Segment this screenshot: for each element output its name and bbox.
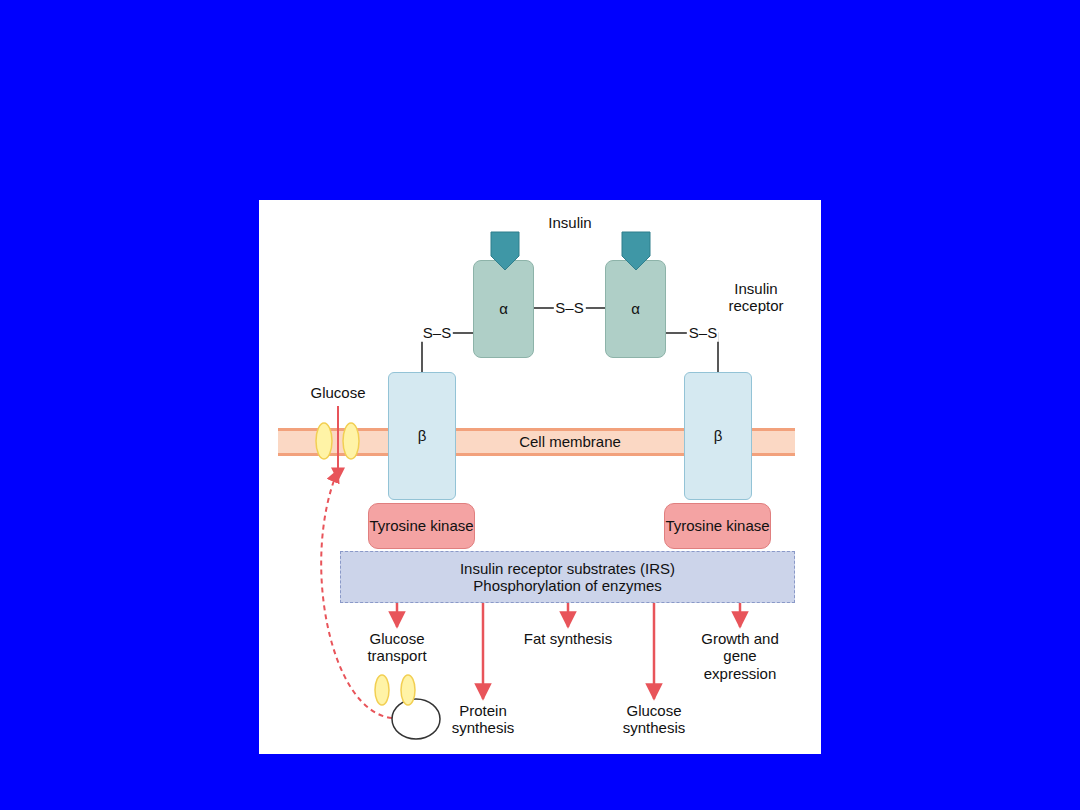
text-group: α [499, 300, 508, 317]
node-text: Phosphorylation of enzymes [460, 577, 675, 594]
text-group: Fat synthesis [524, 630, 612, 647]
irs-box: Insulin receptor substrates (IRS)Phospho… [340, 551, 795, 603]
text-group: β [714, 427, 723, 444]
outcome-text: Glucose transport [347, 630, 447, 665]
effect-arrow [739, 603, 742, 627]
text-group: Glucose transport [347, 630, 447, 665]
node-text: α [631, 300, 640, 317]
node-text: β [714, 427, 723, 444]
outcome-text: Protein synthesis [428, 702, 538, 737]
text-group: β [418, 427, 427, 444]
label-text: Insulin [520, 214, 620, 231]
bond-label: S–S [687, 325, 719, 342]
white-panel [259, 200, 821, 754]
outcome-text: Growth and gene expression [700, 630, 780, 682]
label-text: Insulin receptor [712, 280, 800, 315]
text-group: Protein synthesis [428, 702, 538, 737]
node-text: Fat synthesis [524, 630, 612, 647]
outcome-text: Glucose synthesis [599, 702, 709, 737]
vesicle [392, 699, 440, 739]
text-group: α [631, 300, 640, 317]
node-text: Protein synthesis [428, 702, 538, 737]
alpha-subunit: α [473, 260, 534, 358]
node-text: β [418, 427, 427, 444]
outcome-text: Fat synthesis [518, 630, 618, 647]
node-text: α [499, 300, 508, 317]
effect-arrow [567, 603, 570, 627]
text-group: Cell membrane [519, 433, 621, 450]
beta-subunit: β [684, 372, 752, 500]
node-text: Glucose transport [347, 630, 447, 665]
text-group: Tyrosine kinase [665, 517, 769, 534]
node-text: Insulin receptor substrates (IRS) [460, 560, 675, 577]
bond-label: S–S [553, 300, 585, 317]
alpha-subunit: α [605, 260, 666, 358]
text-group: Tyrosine kinase [369, 517, 473, 534]
bond-label: S–S [421, 325, 453, 342]
node-text: Glucose synthesis [599, 702, 709, 737]
node-text: Tyrosine kinase [369, 517, 473, 534]
node-text: Growth and gene expression [700, 630, 780, 682]
text-group: Growth and gene expression [700, 630, 780, 682]
effect-arrow [396, 603, 399, 627]
effect-arrow [482, 603, 485, 699]
effect-arrow [653, 603, 656, 699]
beta-subunit: β [388, 372, 456, 500]
glucose-transporter [375, 675, 389, 705]
glucose-transporter [401, 675, 415, 705]
label-text: Glucose [298, 384, 378, 401]
node-text: Tyrosine kinase [665, 517, 769, 534]
text-group: Glucose synthesis [599, 702, 709, 737]
node-text: Cell membrane [519, 433, 621, 450]
kinase-box: Tyrosine kinase [368, 503, 475, 549]
text-group: Insulin receptor substrates (IRS)Phospho… [460, 560, 675, 595]
kinase-box: Tyrosine kinase [664, 503, 771, 549]
